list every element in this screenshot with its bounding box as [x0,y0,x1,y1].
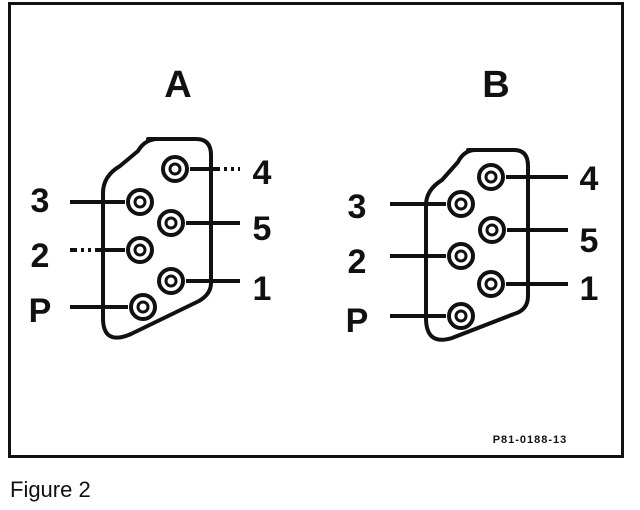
connector-a-pin-2-label: 2 [31,237,50,275]
connector-a-pin-4-contact [168,162,182,176]
connector-a-pin-5-socket [157,209,185,237]
connector-b-pin-2-label: 2 [348,243,367,281]
connector-a-pin-1-label: 1 [253,270,272,308]
connector-b-pin-3-label: 3 [348,188,367,226]
connector-b-pin-1-label: 1 [580,270,599,308]
connector-b-pin-1-socket [477,270,505,298]
reference-code: P81-0188-13 [493,434,568,446]
connector-b-pin-p-contact [454,309,468,323]
connector-b-pin-2-contact [454,249,468,263]
connector-a-housing [101,137,213,340]
connector-b-pin-2-socket [447,242,475,270]
connector-a-pin-4-socket [161,155,189,183]
connector-b-housing [424,148,530,342]
connector-a-pin-1-contact [164,274,178,288]
connector-a-pin-2-contact [133,243,147,257]
connector-b-pin-3-socket [447,190,475,218]
connector-a-pin-1-socket [157,267,185,295]
connector-b-pin-4-label: 4 [580,160,599,198]
connector-b: B 4 3 5 2 1P [346,64,599,342]
connector-a-pin-3-contact [133,195,147,209]
connector-a-pin-3-label: 3 [31,182,50,220]
connector-a-pin-4-label: 4 [253,154,272,192]
connector-b-pin-4-socket [477,163,505,191]
connector-a-pin-2-socket [126,236,154,264]
connector-a-pin-5-contact [164,216,178,230]
connector-a-pin-5-label: 5 [253,210,272,248]
connector-b-pin-1-contact [484,277,498,291]
connector-b-pin-p-socket [447,302,475,330]
connector-a-pin-3-socket [126,188,154,216]
figure-frame [8,2,624,458]
connector-a-pin-p-socket [129,293,157,321]
connector-a-title: A [164,64,191,106]
connector-b-pin-p-label: P [346,302,369,340]
connector-b-pin-5-socket [478,216,506,244]
figure-caption: Figure 2 [10,477,91,502]
connector-a-pin-p-label: P [29,292,52,330]
connector-b-pin-3-contact [454,197,468,211]
connector-b-title: B [482,64,509,106]
connector-a: A 4 3 5 2 1P [29,64,272,340]
connector-a-pin-p-contact [136,300,150,314]
connector-b-pin-4-contact [484,170,498,184]
connector-b-pin-5-label: 5 [580,222,599,260]
connector-b-pin-5-contact [485,223,499,237]
